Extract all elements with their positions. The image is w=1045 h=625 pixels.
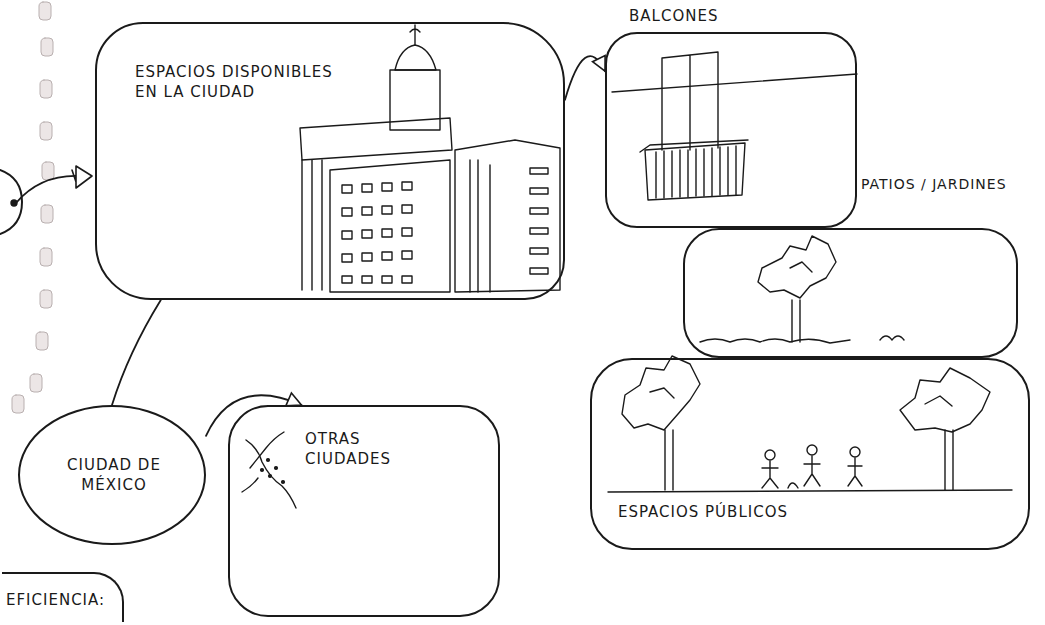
- city-blob: ESPACIOS DISPONIBLES EN LA CIUDAD: [95, 22, 565, 300]
- connector: [112, 300, 161, 405]
- node-label: EFICIENCIA:: [6, 590, 118, 610]
- node-label: PATIOS / JARDINES: [861, 174, 1033, 194]
- node-label: ESPACIOS PÚBLICOS: [618, 502, 898, 522]
- node-label: CIUDAD DE MÉXICO: [48, 455, 180, 495]
- public-space-box: ESPACIOS PÚBLICOS: [590, 358, 1030, 550]
- park-sketch: [608, 356, 1012, 492]
- speech-bubble: EFICIENCIA:: [2, 572, 124, 622]
- input-arrow: [16, 176, 78, 203]
- arrowhead: [593, 56, 606, 72]
- input-arrowhead: [72, 166, 92, 188]
- balcony-box: BALCONES: [605, 32, 857, 228]
- balcony-sketch: [612, 52, 857, 200]
- other-cities-box: OTRAS CIUDADES: [228, 405, 500, 617]
- node-label: OTRAS CIUDADES: [305, 429, 445, 469]
- node-label: ESPACIOS DISPONIBLES EN LA CIUDAD: [135, 62, 350, 102]
- partial-circle: [0, 170, 22, 234]
- card-column: [12, 2, 54, 413]
- node-label: BALCONES: [629, 6, 789, 26]
- garden-sketch: [700, 236, 904, 343]
- connector: [565, 56, 605, 100]
- city-circle: CIUDAD DE MÉXICO: [18, 405, 206, 545]
- arrowhead: [286, 393, 302, 406]
- building-sketch: [300, 25, 560, 292]
- garden-box: PATIOS / JARDINES: [683, 228, 1018, 358]
- map-sketch: [242, 432, 296, 508]
